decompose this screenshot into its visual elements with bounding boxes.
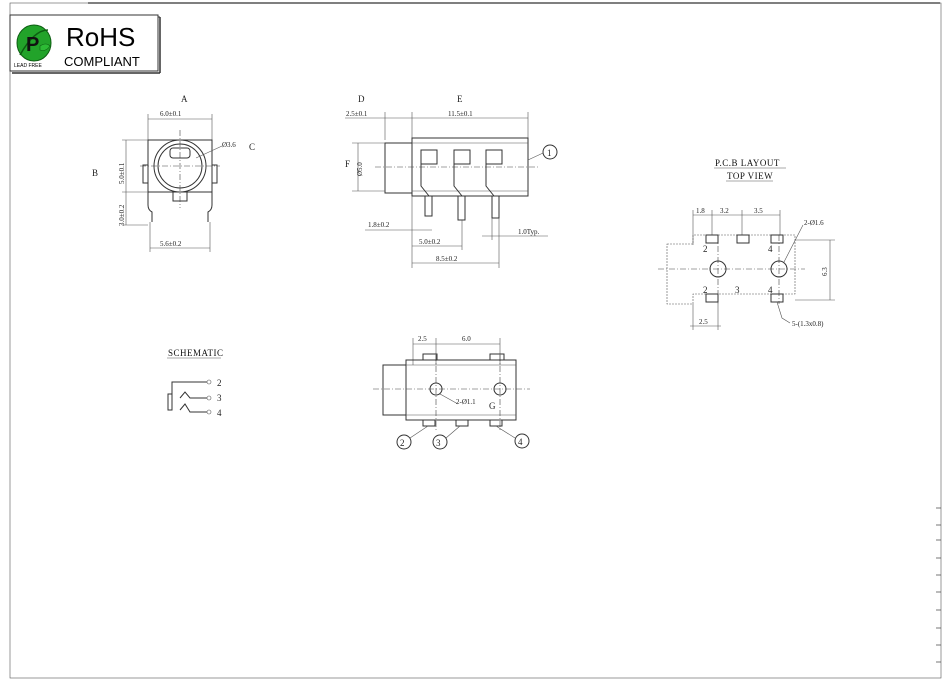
bottom-dim-b: 6.0 [462, 335, 471, 343]
front-view: A B C 6.0±0.1 Ø3.6 5.0±0.1 3.0±0.2 [92, 94, 255, 252]
front-hole-dim: Ø3.6 [222, 141, 236, 149]
rohs-subtitle: COMPLIANT [64, 54, 140, 69]
pcb-pin-bottom-left: 2 [703, 285, 708, 295]
pcb-pin-bottom-right: 4 [768, 285, 773, 295]
pcb-layout: P.C.B LAYOUT TOP VIEW 1.8 3.2 3.5 2-Ø1.6… [658, 158, 835, 330]
sheet-frame [9, 2, 942, 679]
leaf-icon: P [16, 24, 52, 62]
front-width-dim: 6.0±0.1 [160, 110, 182, 118]
side-overall-dim: 8.5±0.2 [436, 255, 458, 263]
pcb-dim-a: 1.8 [696, 207, 705, 215]
front-pin-dim: 3.0±0.2 [118, 204, 126, 226]
callout-3 [432, 434, 448, 450]
label-e: E [457, 94, 463, 104]
callout-1 [542, 144, 558, 160]
pcb-subtitle: TOP VIEW [727, 171, 773, 181]
pcb-bottom-dim: 2.5 [699, 318, 708, 326]
schematic-pin-2: 2 [217, 378, 222, 388]
bottom-view: 2.5 6.0 2-Ø1.1 G 2 3 4 [373, 335, 530, 450]
label-d: D [358, 94, 365, 104]
schematic-pin-4: 4 [217, 408, 222, 418]
label-b: B [92, 168, 98, 178]
frame-ticks [936, 507, 941, 663]
schematic: SCHEMATIC 2 3 4 [167, 348, 224, 418]
bottom-body [405, 359, 517, 421]
rohs-title: RoHS [66, 22, 135, 52]
svg-text:2: 2 [400, 438, 405, 448]
side-d-dim: 2.5±0.1 [346, 110, 368, 118]
svg-text:3: 3 [436, 438, 441, 448]
pcb-pads-dim: 5-(1.3x0.8) [792, 320, 824, 328]
pcb-dim-c: 3.5 [754, 207, 763, 215]
side-e-dim: 11.5±0.1 [448, 110, 473, 118]
svg-text:4: 4 [518, 437, 523, 447]
callout-4 [514, 433, 530, 449]
side-pin-b-dim: 5.0±0.2 [419, 238, 441, 246]
side-pin-c-dim: 1.0Typ. [518, 228, 540, 236]
pcb-height-dim: 6.3 [821, 267, 829, 276]
schematic-pin-3: 3 [217, 393, 222, 403]
lead-free-label: LEAD FREE [14, 63, 42, 69]
side-view: D E F 2.5±0.1 11.5±0.1 Ø5.0 1 [345, 94, 558, 268]
side-f-dim: Ø5.0 [356, 162, 364, 176]
bottom-dim-a: 2.5 [418, 335, 427, 343]
pcb-hole-dim: 2-Ø1.6 [804, 219, 824, 227]
bottom-hole-dim: 2-Ø1.1 [456, 398, 476, 406]
label-c: C [249, 142, 255, 152]
pcb-pin-bottom-mid: 3 [735, 285, 740, 295]
svg-text:1: 1 [547, 148, 552, 158]
svg-text:P: P [26, 34, 39, 56]
pcb-hole-right [770, 260, 788, 278]
pcb-pin-top-right: 4 [768, 244, 773, 254]
front-base-dim: 5.6±0.2 [160, 240, 182, 248]
pcb-dim-b: 3.2 [720, 207, 729, 215]
callout-2 [396, 434, 412, 450]
front-height-dim: 5.0±0.1 [118, 162, 126, 184]
label-a: A [181, 94, 188, 104]
rohs-badge: P LEAD FREE RoHS COMPLIANT [9, 14, 161, 74]
pcb-hole-left [709, 260, 727, 278]
label-f: F [345, 159, 350, 169]
bottom-ground-label: G [489, 401, 496, 411]
pcb-title: P.C.B LAYOUT [715, 158, 780, 168]
jack-sleeve-symbol [167, 393, 173, 411]
schematic-title: SCHEMATIC [168, 348, 224, 358]
pcb-pin-top-left: 2 [703, 244, 708, 254]
side-pin-a-dim: 1.8±0.2 [368, 221, 390, 229]
